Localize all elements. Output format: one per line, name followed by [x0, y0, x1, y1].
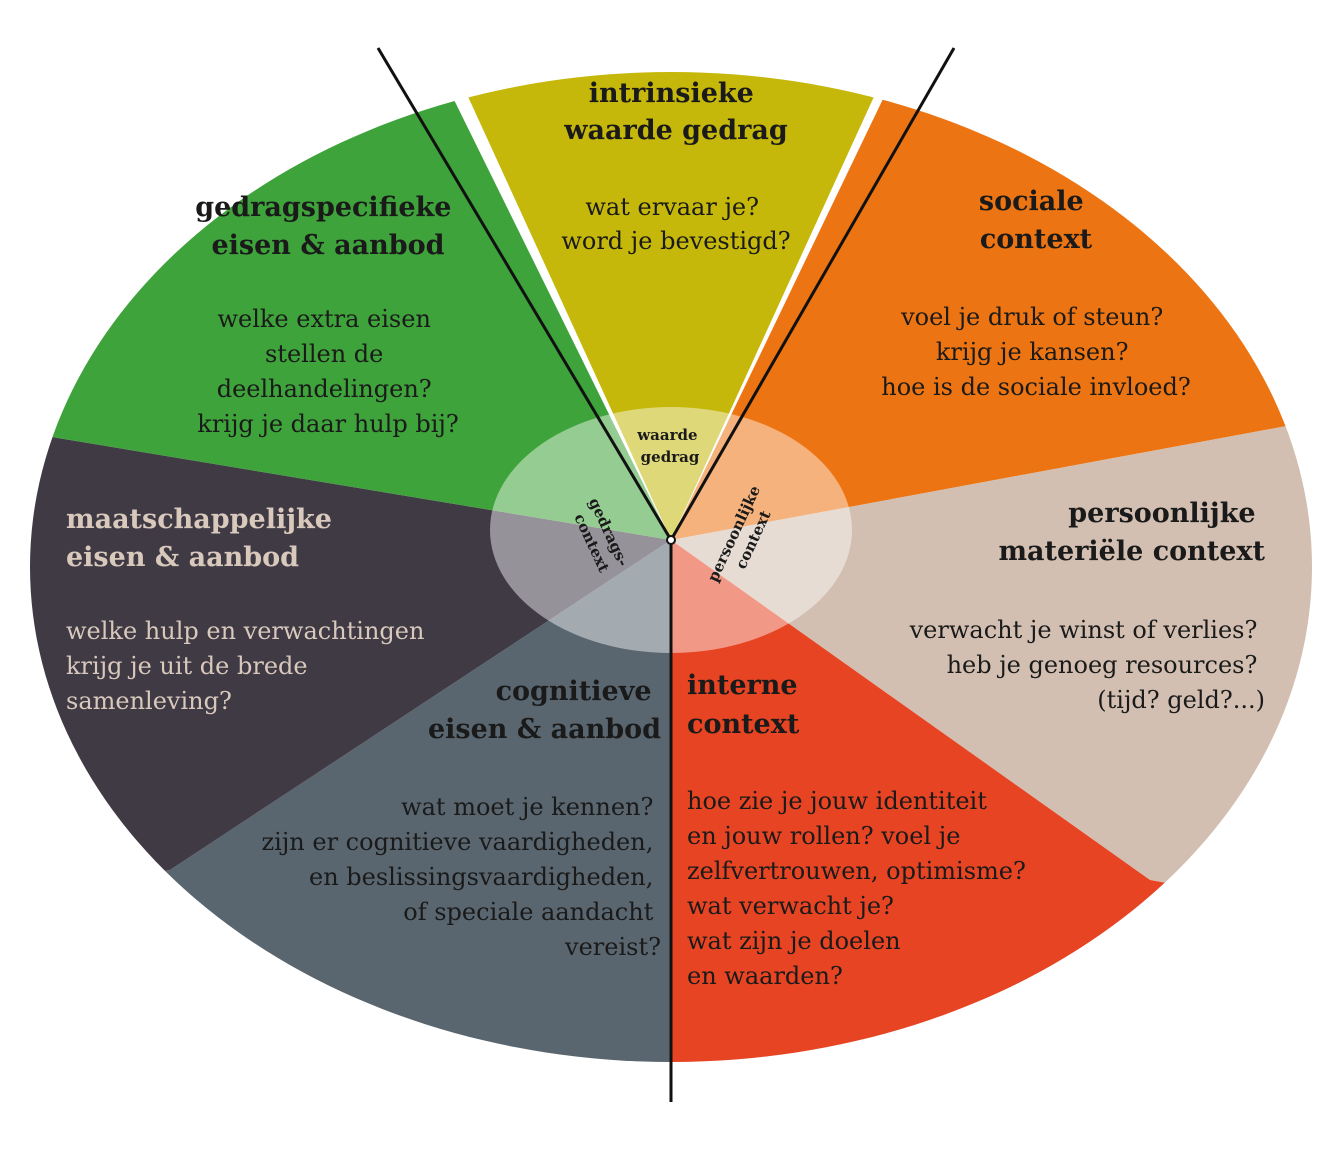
segment-intrinsieke-waarde: [378, 72, 964, 540]
intern-question-1: hoe zie je jouw identiteit: [687, 787, 987, 815]
svg-text:waarde gedrag: waarde gedrag: [636, 426, 703, 466]
svg-text:sociale context: sociale context: [979, 186, 1093, 255]
persoonlijk-label: persoonlijke materiële context verwacht …: [909, 498, 1266, 714]
cognitief-question-3: en beslissingsvaardigheden,: [309, 863, 653, 891]
persoonlijk-question-2: heb je genoeg resources?: [947, 651, 1258, 679]
intrinsiek-question-1: wat ervaar je?: [585, 193, 759, 221]
cognitief-question-2: zijn er cognitieve vaardigheden,: [262, 828, 654, 856]
sociaal-question-1: voel je druk of steun?: [900, 303, 1163, 331]
persoonlijk-question-1: verwacht je winst of verlies?: [909, 616, 1258, 644]
intrinsiek-label: intrinsieke waarde gedrag wat ervaar je?…: [561, 78, 790, 255]
intern-label: interne context hoe zie je jouw identite…: [687, 670, 1033, 990]
svg-text:maatschappelijke eisen &: maatschappelijke eisen & aanbod: [66, 504, 341, 573]
center-waarde-line-2: gedrag: [641, 448, 700, 466]
persoonlijk-question-3: (tijd? geld?...): [1097, 686, 1265, 714]
svg-text:hoe zie je jouw identiteit: hoe zie je jouw identiteit en jouw rolle…: [687, 787, 1033, 990]
intrinsiek-title-line-2: waarde gedrag: [563, 115, 788, 146]
gedragspecifiek-title-line-2: eisen & aanbod: [211, 230, 444, 261]
intern-question-6: en waarden?: [687, 962, 843, 990]
svg-text:gedragspecifieke eisen &: gedragspecifieke eisen & aanbod: [195, 192, 461, 261]
cognitief-question-5: vereist?: [564, 933, 661, 961]
intern-question-5: wat zijn je doelen: [687, 927, 901, 955]
cognitief-label: cognitieve eisen & aanbod wat moet je ke…: [262, 676, 662, 961]
divider-line-right: [669, 47, 956, 541]
svg-text:intrinsieke waarde gedra: intrinsieke waarde gedrag: [563, 78, 788, 146]
maatschappelijk-title-line-2: eisen & aanbod: [66, 542, 299, 573]
sociaal-question-3: hoe is de sociale invloed?: [881, 373, 1191, 401]
intern-question-3: zelfvertrouwen, optimisme?: [687, 857, 1026, 885]
gedragspecifiek-title-line-1: gedragspecifieke: [195, 192, 451, 223]
svg-text:verwacht je winst of verlies?: verwacht je winst of verlies? heb je gen…: [909, 616, 1265, 714]
center-waarde-line-1: waarde: [636, 426, 697, 444]
center-label-waarde: waarde gedrag: [636, 426, 703, 466]
cognitief-question-1: wat moet je kennen?: [401, 793, 653, 821]
svg-text:cognitieve eisen & aanbo: cognitieve eisen & aanbod: [428, 676, 661, 745]
sociaal-title-line-2: context: [980, 224, 1093, 255]
sociaal-question-2: krijg je kansen?: [936, 338, 1129, 366]
maatschappelijk-question-3: samenleving?: [66, 687, 232, 715]
sociaal-title-line-1: sociale: [979, 186, 1084, 217]
cognitief-title-line-2: eisen & aanbod: [428, 714, 661, 745]
segment-persoonlijke-materiele-context: [671, 405, 1312, 925]
gedragspecifiek-question-2: stellen de: [265, 340, 383, 368]
maatschappelijk-question-1: welke hulp en verwachtingen: [66, 617, 424, 645]
intrinsiek-title-line-1: intrinsieke: [589, 78, 754, 109]
gedragspecifiek-question-4: krijg je daar hulp bij?: [197, 410, 458, 438]
intern-question-2: en jouw rollen? voel je: [687, 822, 960, 850]
svg-text:welke hulp en verwachtingen: welke hulp en verwachtingen krijg je uit…: [66, 617, 432, 715]
cognitief-title-line-1: cognitieve: [496, 676, 652, 707]
gedragspecifiek-label: gedragspecifieke eisen & aanbod welke ex…: [195, 192, 461, 438]
svg-text:persoonlijke materiële c: persoonlijke materiële context: [998, 498, 1265, 567]
gedragspecifiek-question-1: welke extra eisen: [217, 305, 430, 333]
center-ellipse-highlight: [490, 407, 852, 653]
center-point: [666, 535, 676, 545]
maatschappelijk-label: maatschappelijke eisen & aanbod welke hu…: [66, 504, 432, 715]
svg-text:wat moet je kennen? zijn: wat moet je kennen? zijn er cognitieve v…: [262, 793, 661, 961]
segment-maatschappelijke-eisen: [30, 420, 671, 900]
intern-question-4: wat verwacht je?: [687, 892, 894, 920]
intern-title-line-2: context: [687, 709, 800, 740]
divider-line-left: [376, 47, 673, 541]
persoonlijk-title-line-2: materiële context: [998, 536, 1265, 567]
sociaal-label: sociale context voel je druk of steun? k…: [881, 186, 1191, 401]
intrinsiek-question-2: word je bevestigd?: [561, 227, 790, 255]
svg-text:interne context: interne context: [687, 670, 807, 740]
maatschappelijk-title-line-1: maatschappelijke: [66, 504, 332, 535]
maatschappelijk-question-2: krijg je uit de brede: [66, 652, 308, 680]
intern-title-line-1: interne: [687, 670, 798, 701]
gedragspecifiek-question-3: deelhandelingen?: [217, 375, 432, 403]
svg-text:wat ervaar je? word je b: wat ervaar je? word je bevestigd?: [561, 193, 790, 255]
svg-text:welke extra eisen stelle: welke extra eisen stellen de deelhandeli…: [197, 305, 458, 438]
cognitief-question-4: of speciale aandacht: [403, 898, 653, 926]
persoonlijk-title-line-1: persoonlijke: [1068, 498, 1255, 529]
svg-text:voel je druk of steun? k: voel je druk of steun? krijg je kansen? …: [881, 303, 1191, 401]
